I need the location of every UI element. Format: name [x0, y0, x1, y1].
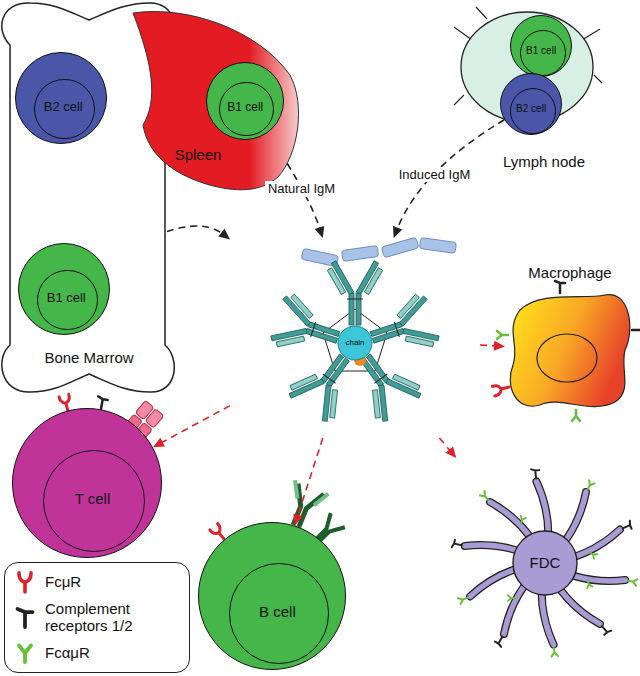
- cell-circle: B2 cell: [500, 73, 562, 135]
- node-label: Spleen: [175, 146, 222, 163]
- cell-circle: B2 cell: [15, 52, 107, 144]
- region-shape: Lymph node B1 cell B2 cell: [452, 5, 602, 177]
- region-shape: Macrophage: [505, 290, 635, 410]
- node-label: B cell: [259, 603, 296, 620]
- shape-outline: [230, 238, 480, 438]
- node-label: Lymph node: [503, 153, 585, 170]
- node-label: B1 cell: [47, 291, 86, 306]
- node-label: Bone Marrow: [44, 349, 133, 366]
- connector-arrow: [293, 438, 323, 526]
- node-label: B1 cell: [227, 101, 263, 115]
- node-label: T cell: [75, 490, 111, 507]
- legend-text: FcμR: [45, 573, 81, 590]
- region-shape: Spleen B1 cell: [118, 5, 298, 195]
- legend-text: Complement receptors 1/2: [45, 600, 181, 635]
- shape-outline: [505, 290, 635, 410]
- node-label: B1 cell: [526, 45, 556, 57]
- node-label: chain: [345, 338, 364, 347]
- node-label: FDC: [530, 554, 561, 571]
- node-label: B2 cell: [516, 103, 546, 115]
- legend: FcμR Complement receptors 1/2FcαμR: [4, 562, 190, 673]
- region-shape: FDC: [455, 458, 635, 668]
- node-label: Macrophage: [528, 264, 611, 281]
- cell-circle: B cell: [198, 522, 346, 670]
- cell-circle: B1 cell: [510, 15, 572, 77]
- legend-symbol: [13, 641, 37, 665]
- cell-circle: B1 cell: [18, 243, 110, 335]
- cell-circle: B1 cell: [206, 62, 284, 140]
- node-label: B2 cell: [44, 100, 83, 115]
- legend-symbol: [13, 570, 37, 594]
- connector-arrow: [393, 120, 504, 238]
- edge-label: Natural IgM: [265, 181, 338, 197]
- connector-arrow: [153, 406, 230, 448]
- region-shape: chain: [230, 238, 480, 438]
- cell-circle: T cell: [12, 408, 162, 558]
- connector-arrow: [480, 341, 505, 351]
- edge-label: Induced IgM: [396, 167, 474, 183]
- legend-row: Complement receptors 1/2: [13, 600, 181, 635]
- legend-row: FcαμR: [13, 641, 181, 665]
- legend-text: FcαμR: [45, 644, 90, 661]
- legend-row: FcμR: [13, 570, 181, 594]
- connector-arrow: [439, 438, 456, 458]
- legend-symbol: [13, 605, 37, 629]
